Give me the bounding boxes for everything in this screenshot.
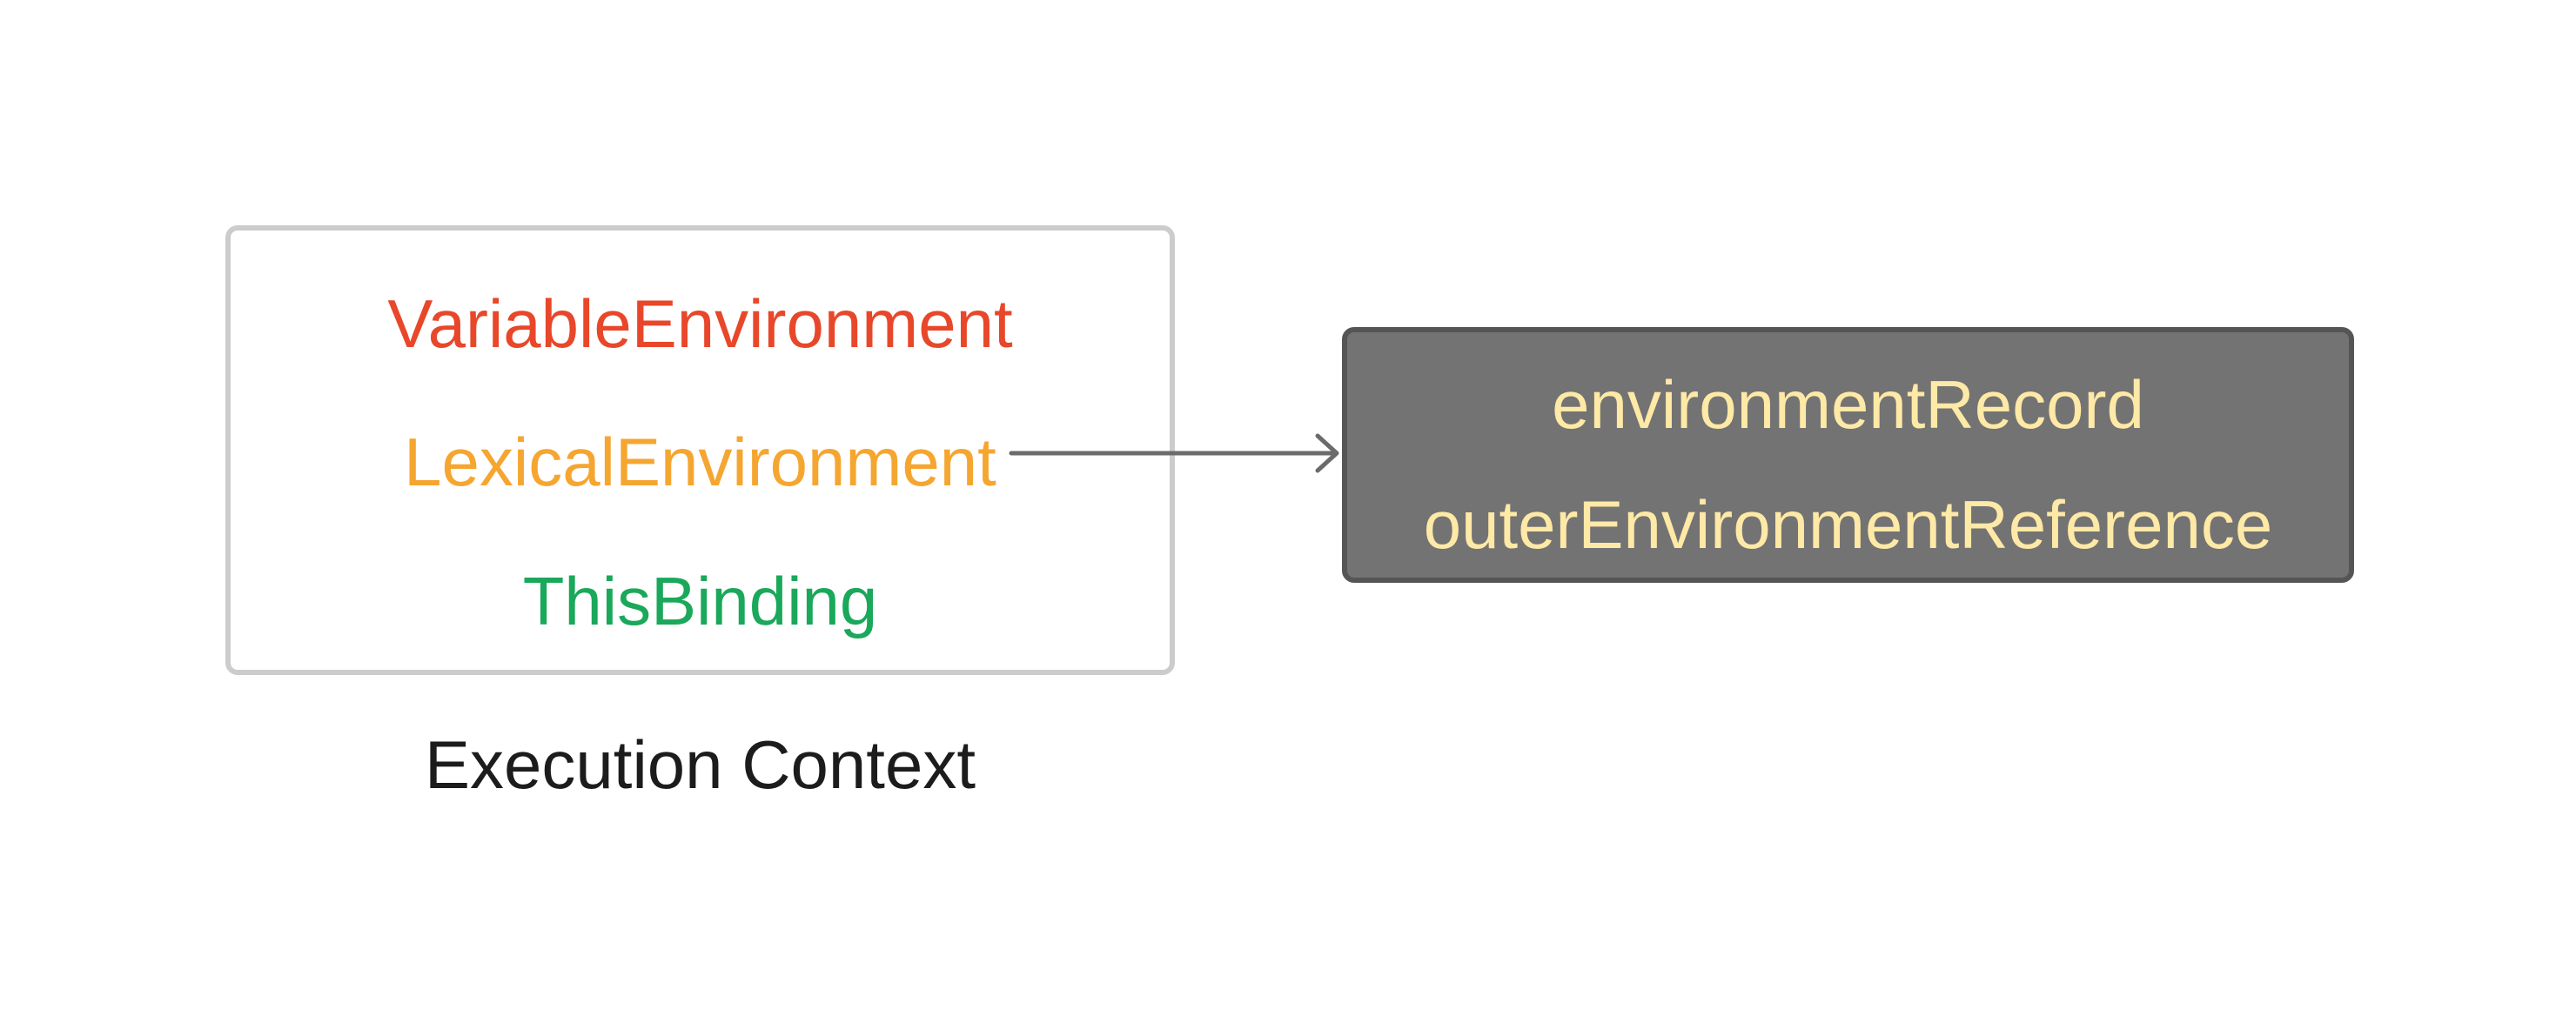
- connector-arrowhead: [1315, 433, 1339, 473]
- outer-environment-reference-label: outerEnvironmentReference: [1423, 486, 2273, 563]
- execution-context-caption: Execution Context: [424, 726, 976, 803]
- execution-context-box: VariableEnvironment LexicalEnvironment T…: [225, 225, 1175, 675]
- environment-record-label: environmentRecord: [1552, 366, 2144, 443]
- this-binding-label: ThisBinding: [522, 563, 878, 639]
- lexical-environment-box: environmentRecord outerEnvironmentRefere…: [1342, 327, 2354, 583]
- variable-environment-label: VariableEnvironment: [387, 285, 1013, 362]
- lexical-environment-label: LexicalEnvironment: [404, 424, 996, 500]
